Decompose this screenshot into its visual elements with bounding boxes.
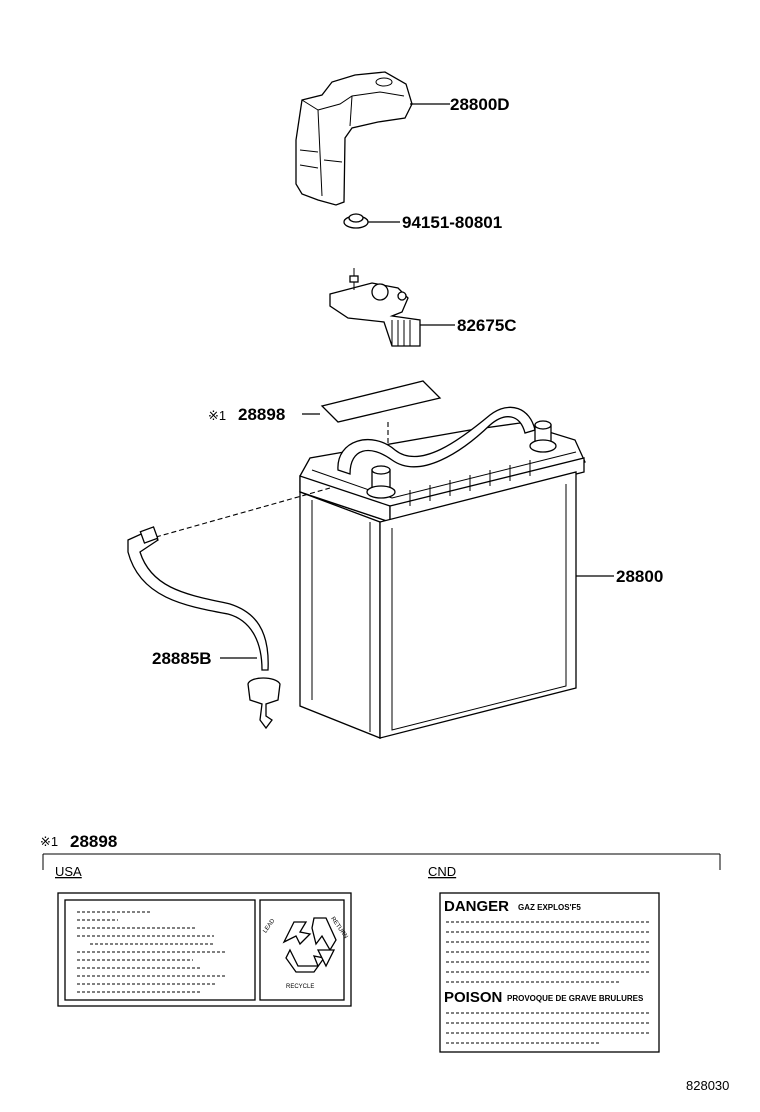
cnd-label-heading: CND: [428, 864, 456, 879]
vent-hose-part-number: 28885B: [152, 649, 212, 668]
poison-title: POISON: [444, 989, 502, 1006]
recycle-icon: [282, 917, 337, 973]
danger-subtitle: GAZ EXPLOS'F5: [518, 903, 581, 912]
vent-hose-part: 28885B: [127, 487, 331, 730]
usa-sticker: LEAD RETURN RECYCLE: [57, 892, 352, 1007]
label-part-number: 28898: [238, 405, 285, 424]
label-section-mark: ※1: [40, 834, 58, 849]
cnd-sticker: DANGER GAZ EXPLOS'F5 POISON PROVOQUE DE …: [439, 892, 660, 1053]
battery-sensor-part: 82675C: [329, 268, 517, 347]
nut-part-number: 94151-80801: [402, 213, 502, 232]
label-section-part-number: 28898: [70, 832, 117, 851]
battery-part: 28800: [299, 406, 663, 739]
label-detail-section: ※1 28898 USA CND: [40, 832, 721, 879]
label-ref-mark: ※1: [208, 408, 226, 423]
usa-label-heading: USA: [55, 864, 82, 879]
nut-part: 94151-80801: [343, 213, 502, 232]
danger-title: DANGER: [444, 898, 509, 915]
recycle-bottom-text: RECYCLE: [286, 984, 314, 990]
battery-part-number: 28800: [616, 567, 663, 586]
sensor-part-number: 82675C: [457, 316, 517, 335]
terminal-cover-part-number: 28800D: [450, 95, 510, 114]
figure-code: 828030: [686, 1078, 729, 1093]
terminal-cover-part: 28800D: [295, 71, 510, 206]
label-sticker-part: ※1 28898: [208, 380, 442, 470]
poison-subtitle: PROVOQUE DE GRAVE BRULURES: [507, 994, 644, 1003]
